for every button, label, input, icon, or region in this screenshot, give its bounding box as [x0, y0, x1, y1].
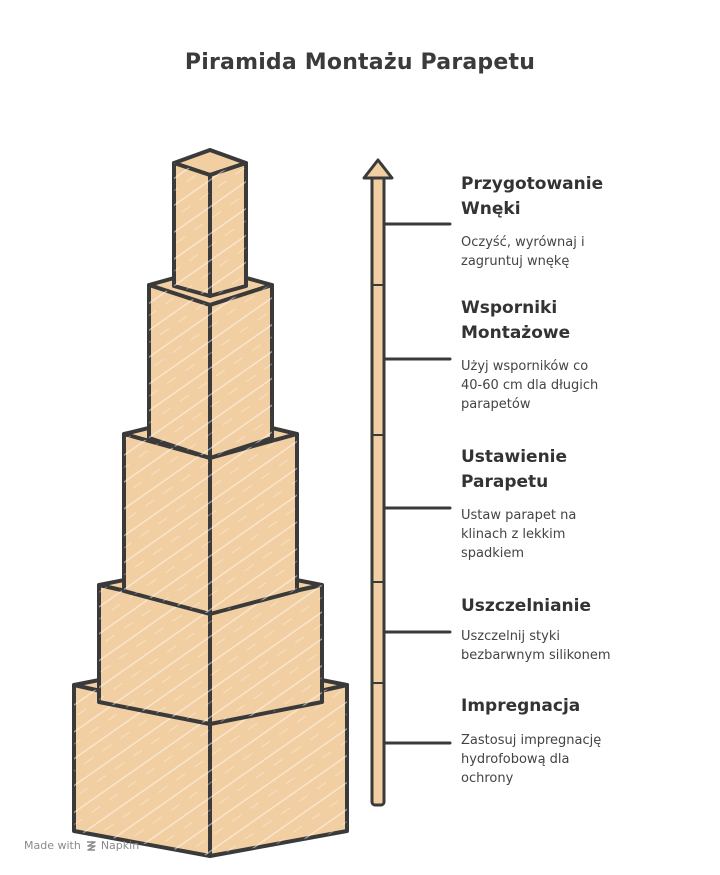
watermark: Made with Napkin	[24, 839, 139, 852]
brand-name: Napkin	[100, 839, 140, 852]
step-title: Przygotowanie Wnęki	[461, 174, 604, 219]
napkin-logo-icon	[86, 840, 96, 851]
step-3: Ustawienie Parapetu Ustaw parapet na kli…	[461, 445, 701, 563]
step-4: Uszczelnianie Uszczelnij styki bezbarwny…	[461, 594, 701, 665]
pyramid-block-2	[147, 266, 274, 460]
step-title: Wsporniki Montażowe	[461, 298, 571, 343]
pyramid-block-1	[172, 148, 248, 298]
step-2: Wsporniki Montażowe Użyj wsporników co 4…	[461, 296, 701, 414]
pyramid-block-5	[72, 656, 349, 858]
step-title: Ustawienie Parapetu	[461, 447, 568, 492]
step-1: Przygotowanie Wnęki Oczyść, wyrównaj i z…	[461, 172, 701, 271]
step-description: Ustaw parapet na klinach z lekkim spadki…	[461, 508, 577, 561]
step-description: Zastosuj impregnację hydrofobową dla och…	[461, 733, 602, 786]
vertical-arrow	[362, 158, 394, 807]
step-title: Uszczelnianie	[461, 596, 592, 616]
connector-lines	[382, 222, 452, 745]
step-description: Uszczelnij styki bezbarwnym silikonem	[461, 629, 611, 663]
page-title: Piramida Montażu Parapetu	[184, 50, 536, 75]
made-with-label: Made with	[24, 839, 81, 852]
step-description: Oczyść, wyrównaj i zagruntuj wnękę	[461, 235, 585, 269]
step-5: Impregnacja Zastosuj impregnację hydrofo…	[461, 694, 701, 788]
step-description: Użyj wsporników co 40-60 cm dla długich …	[461, 359, 599, 412]
step-title: Impregnacja	[461, 696, 581, 716]
